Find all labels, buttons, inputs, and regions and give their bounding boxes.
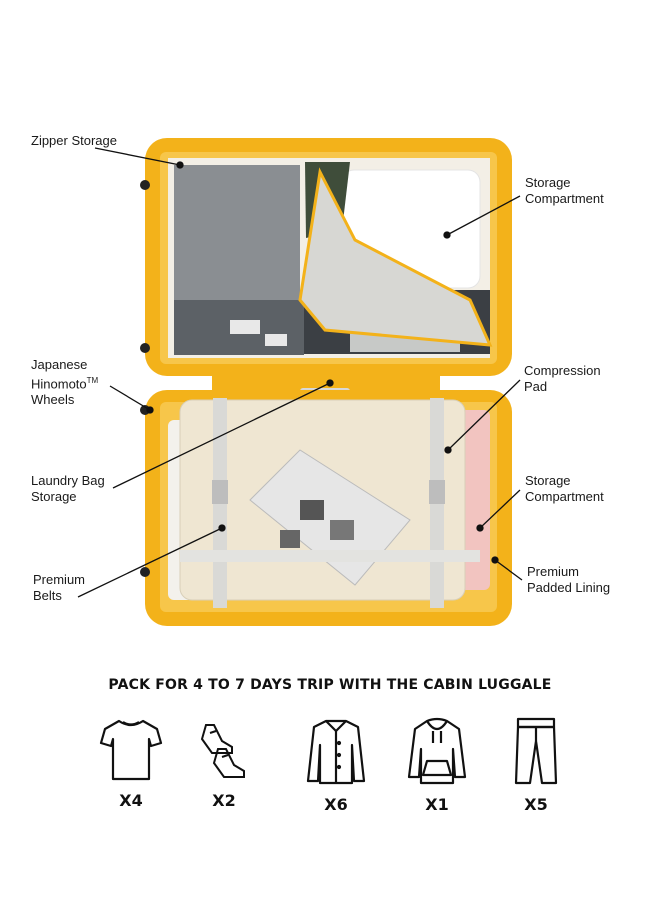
callout-storage-compartment-top: Storage Compartment bbox=[525, 175, 604, 206]
open-suitcase-illustration bbox=[77, 138, 523, 626]
packing-headline: PACK FOR 4 TO 7 DAYS TRIP WITH THE CABIN… bbox=[108, 677, 552, 693]
pack-count-pants: X5 bbox=[524, 795, 548, 814]
pack-item-tshirt: X4 bbox=[81, 715, 181, 810]
tshirt-icon bbox=[99, 719, 163, 781]
shirt-icon bbox=[306, 719, 366, 785]
pack-count-sneakers: X2 bbox=[212, 791, 236, 810]
callout-premium-belts: Premium Belts bbox=[33, 572, 86, 603]
callout-japanese-line3: Wheels bbox=[31, 392, 75, 408]
callout-laundry-bag-storage: Laundry Bag Storage bbox=[31, 473, 105, 504]
sneakers-icon bbox=[200, 724, 245, 778]
callout-japanese-line2: Hinomoto bbox=[31, 376, 87, 392]
pack-count-tshirt: X4 bbox=[119, 791, 143, 810]
pack-item-hoodie: X1 bbox=[387, 715, 487, 814]
callout-compression-pad: Compression Pad bbox=[524, 363, 601, 394]
pack-count-hoodie: X1 bbox=[425, 795, 449, 814]
callout-storage-compartment-bottom: Storage Compartment bbox=[525, 473, 604, 504]
callout-zipper-storage: Zipper Storage bbox=[31, 133, 117, 148]
suitcase-bottom-shell bbox=[140, 390, 512, 626]
pants-icon bbox=[514, 717, 558, 785]
suitcase-top-shell bbox=[140, 138, 512, 376]
hoodie-icon bbox=[407, 717, 467, 785]
callout-premium-padded-lining: Premium Padded Lining bbox=[527, 564, 611, 595]
pack-item-pants: X5 bbox=[486, 715, 586, 814]
callout-japanese-line1: Japanese bbox=[31, 357, 88, 372]
pack-item-sneakers: X2 bbox=[174, 715, 274, 810]
pack-count-shirt: X6 bbox=[324, 795, 348, 814]
pack-item-shirt: X6 bbox=[286, 715, 386, 814]
trademark-mark: TM bbox=[86, 376, 99, 385]
callout-leaders bbox=[77, 147, 523, 598]
